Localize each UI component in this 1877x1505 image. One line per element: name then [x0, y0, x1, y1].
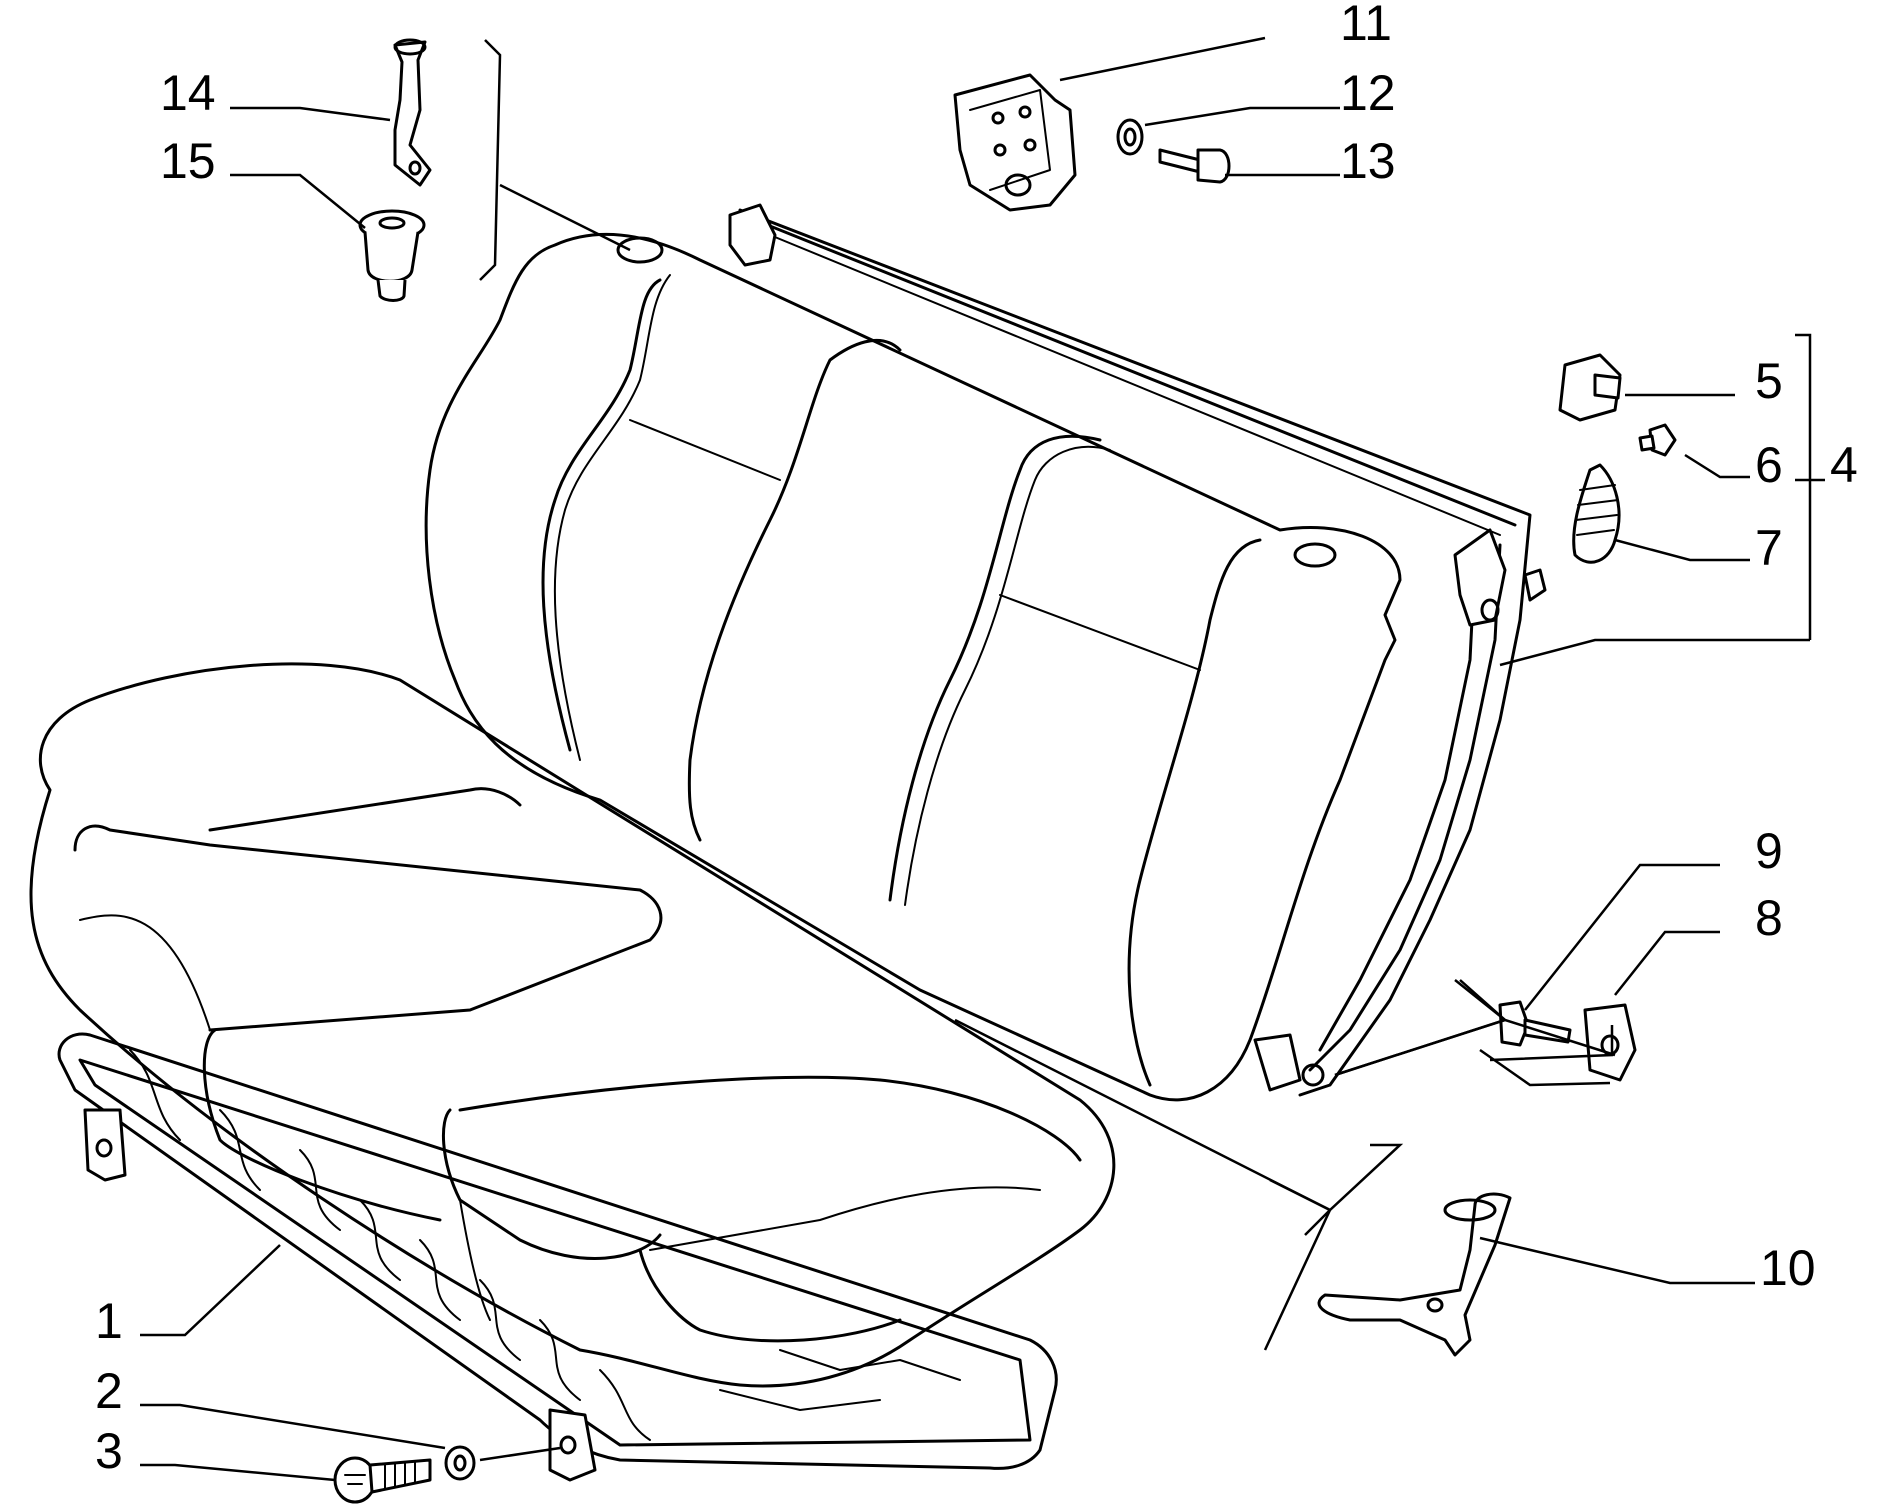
callout-5: 5 — [1755, 353, 1783, 409]
bracket-part-11 — [953, 73, 1077, 212]
washer-part-2 — [444, 1445, 476, 1481]
callout-9: 9 — [1755, 823, 1783, 879]
rod-part-14 — [393, 38, 432, 187]
callout-8: 8 — [1755, 890, 1783, 946]
callout-14: 14 — [160, 65, 216, 121]
callout-4: 4 — [1830, 437, 1858, 493]
callout-12: 12 — [1340, 65, 1396, 121]
clip-part-5 — [1558, 353, 1622, 422]
plate-part-8 — [1583, 1003, 1637, 1082]
callout-13: 13 — [1340, 133, 1396, 189]
pin-part-6 — [1638, 423, 1677, 457]
seat-backrest — [424, 203, 1547, 1102]
bracket-part-10 — [1317, 1192, 1512, 1357]
callout-6: 6 — [1755, 437, 1783, 493]
screw-part-3 — [333, 1456, 432, 1504]
seat-cushion — [29, 662, 1116, 1388]
plug-part-15 — [358, 209, 426, 302]
callout-15: 15 — [160, 133, 216, 189]
bolt-part-13 — [1158, 148, 1231, 184]
spring-part-7 — [1572, 463, 1621, 564]
callout-10: 10 — [1760, 1240, 1816, 1296]
callout-7: 7 — [1755, 520, 1783, 576]
washer-part-12 — [1116, 118, 1144, 156]
seat-frame — [57, 1032, 1058, 1482]
leader-lines — [140, 36, 1825, 1482]
callout-3: 3 — [95, 1423, 123, 1479]
callout-11: 11 — [1340, 0, 1392, 51]
callout-labels: 14 15 11 12 13 5 6 7 4 9 8 10 1 2 3 — [95, 0, 1858, 1479]
callout-2: 2 — [95, 1363, 123, 1419]
callout-1: 1 — [95, 1293, 123, 1349]
